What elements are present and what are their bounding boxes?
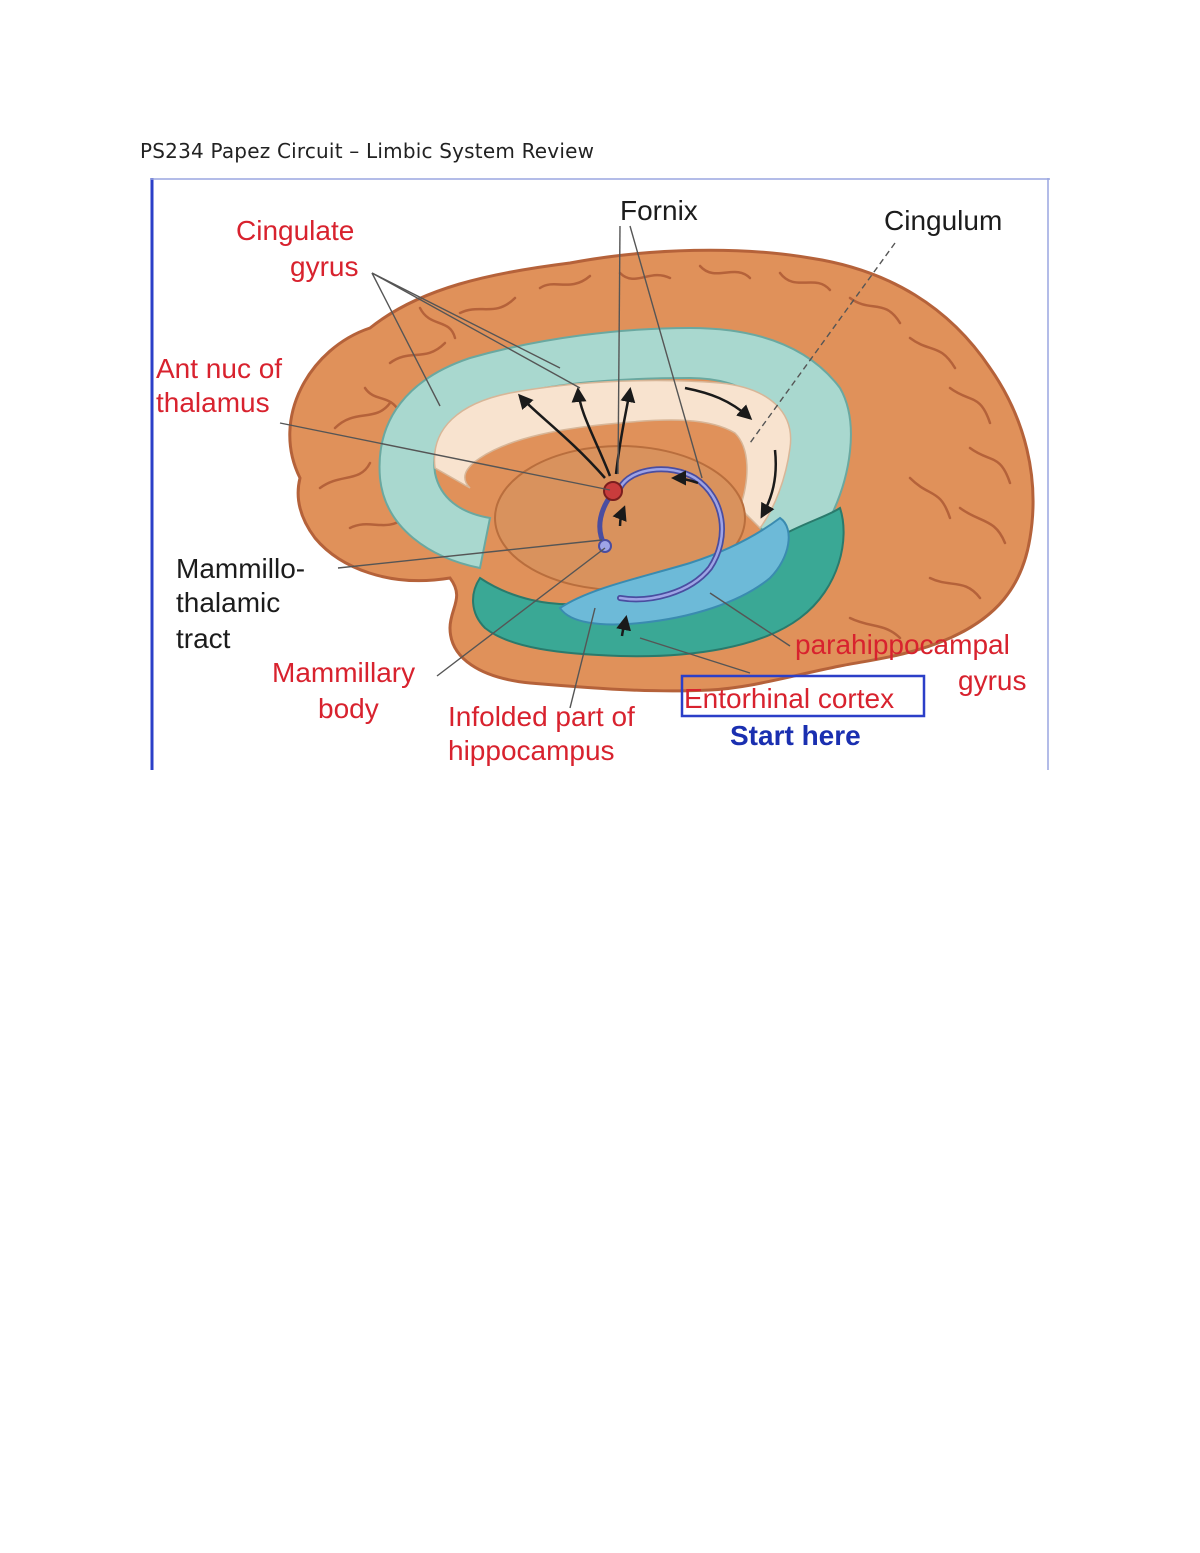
label-parahippocampal-1: parahippocampal bbox=[795, 629, 1010, 660]
label-cingulate-gyrus-2: gyrus bbox=[290, 251, 358, 282]
papez-circuit-figure: Cingulate gyrus Fornix Cingulum Ant nuc … bbox=[150, 178, 1050, 770]
label-mammillothalamic-1: Mammillo- bbox=[176, 553, 305, 584]
mammillary-body-marker bbox=[599, 540, 611, 552]
label-ant-nuc-1: Ant nuc of bbox=[156, 353, 282, 384]
label-mammillothalamic-2: thalamic bbox=[176, 587, 280, 618]
anterior-nucleus-marker bbox=[604, 482, 622, 500]
label-parahippocampal-2: gyrus bbox=[958, 665, 1026, 696]
label-mammillothalamic-3: tract bbox=[176, 623, 231, 654]
label-cingulum: Cingulum bbox=[884, 205, 1002, 236]
label-ant-nuc-2: thalamus bbox=[156, 387, 270, 418]
document-title: PS234 Papez Circuit – Limbic System Revi… bbox=[140, 139, 594, 163]
label-fornix: Fornix bbox=[620, 195, 698, 226]
label-cingulate-gyrus-1: Cingulate bbox=[236, 215, 354, 246]
label-infolded-1: Infolded part of bbox=[448, 701, 635, 732]
label-entorhinal-cortex: Entorhinal cortex bbox=[684, 683, 894, 714]
brain-diagram: Cingulate gyrus Fornix Cingulum Ant nuc … bbox=[150, 178, 1050, 770]
label-mammillary-body-1: Mammillary bbox=[272, 657, 415, 688]
label-mammillary-body-2: body bbox=[318, 693, 379, 724]
label-start-here: Start here bbox=[730, 720, 861, 751]
label-infolded-2: hippocampus bbox=[448, 735, 615, 766]
